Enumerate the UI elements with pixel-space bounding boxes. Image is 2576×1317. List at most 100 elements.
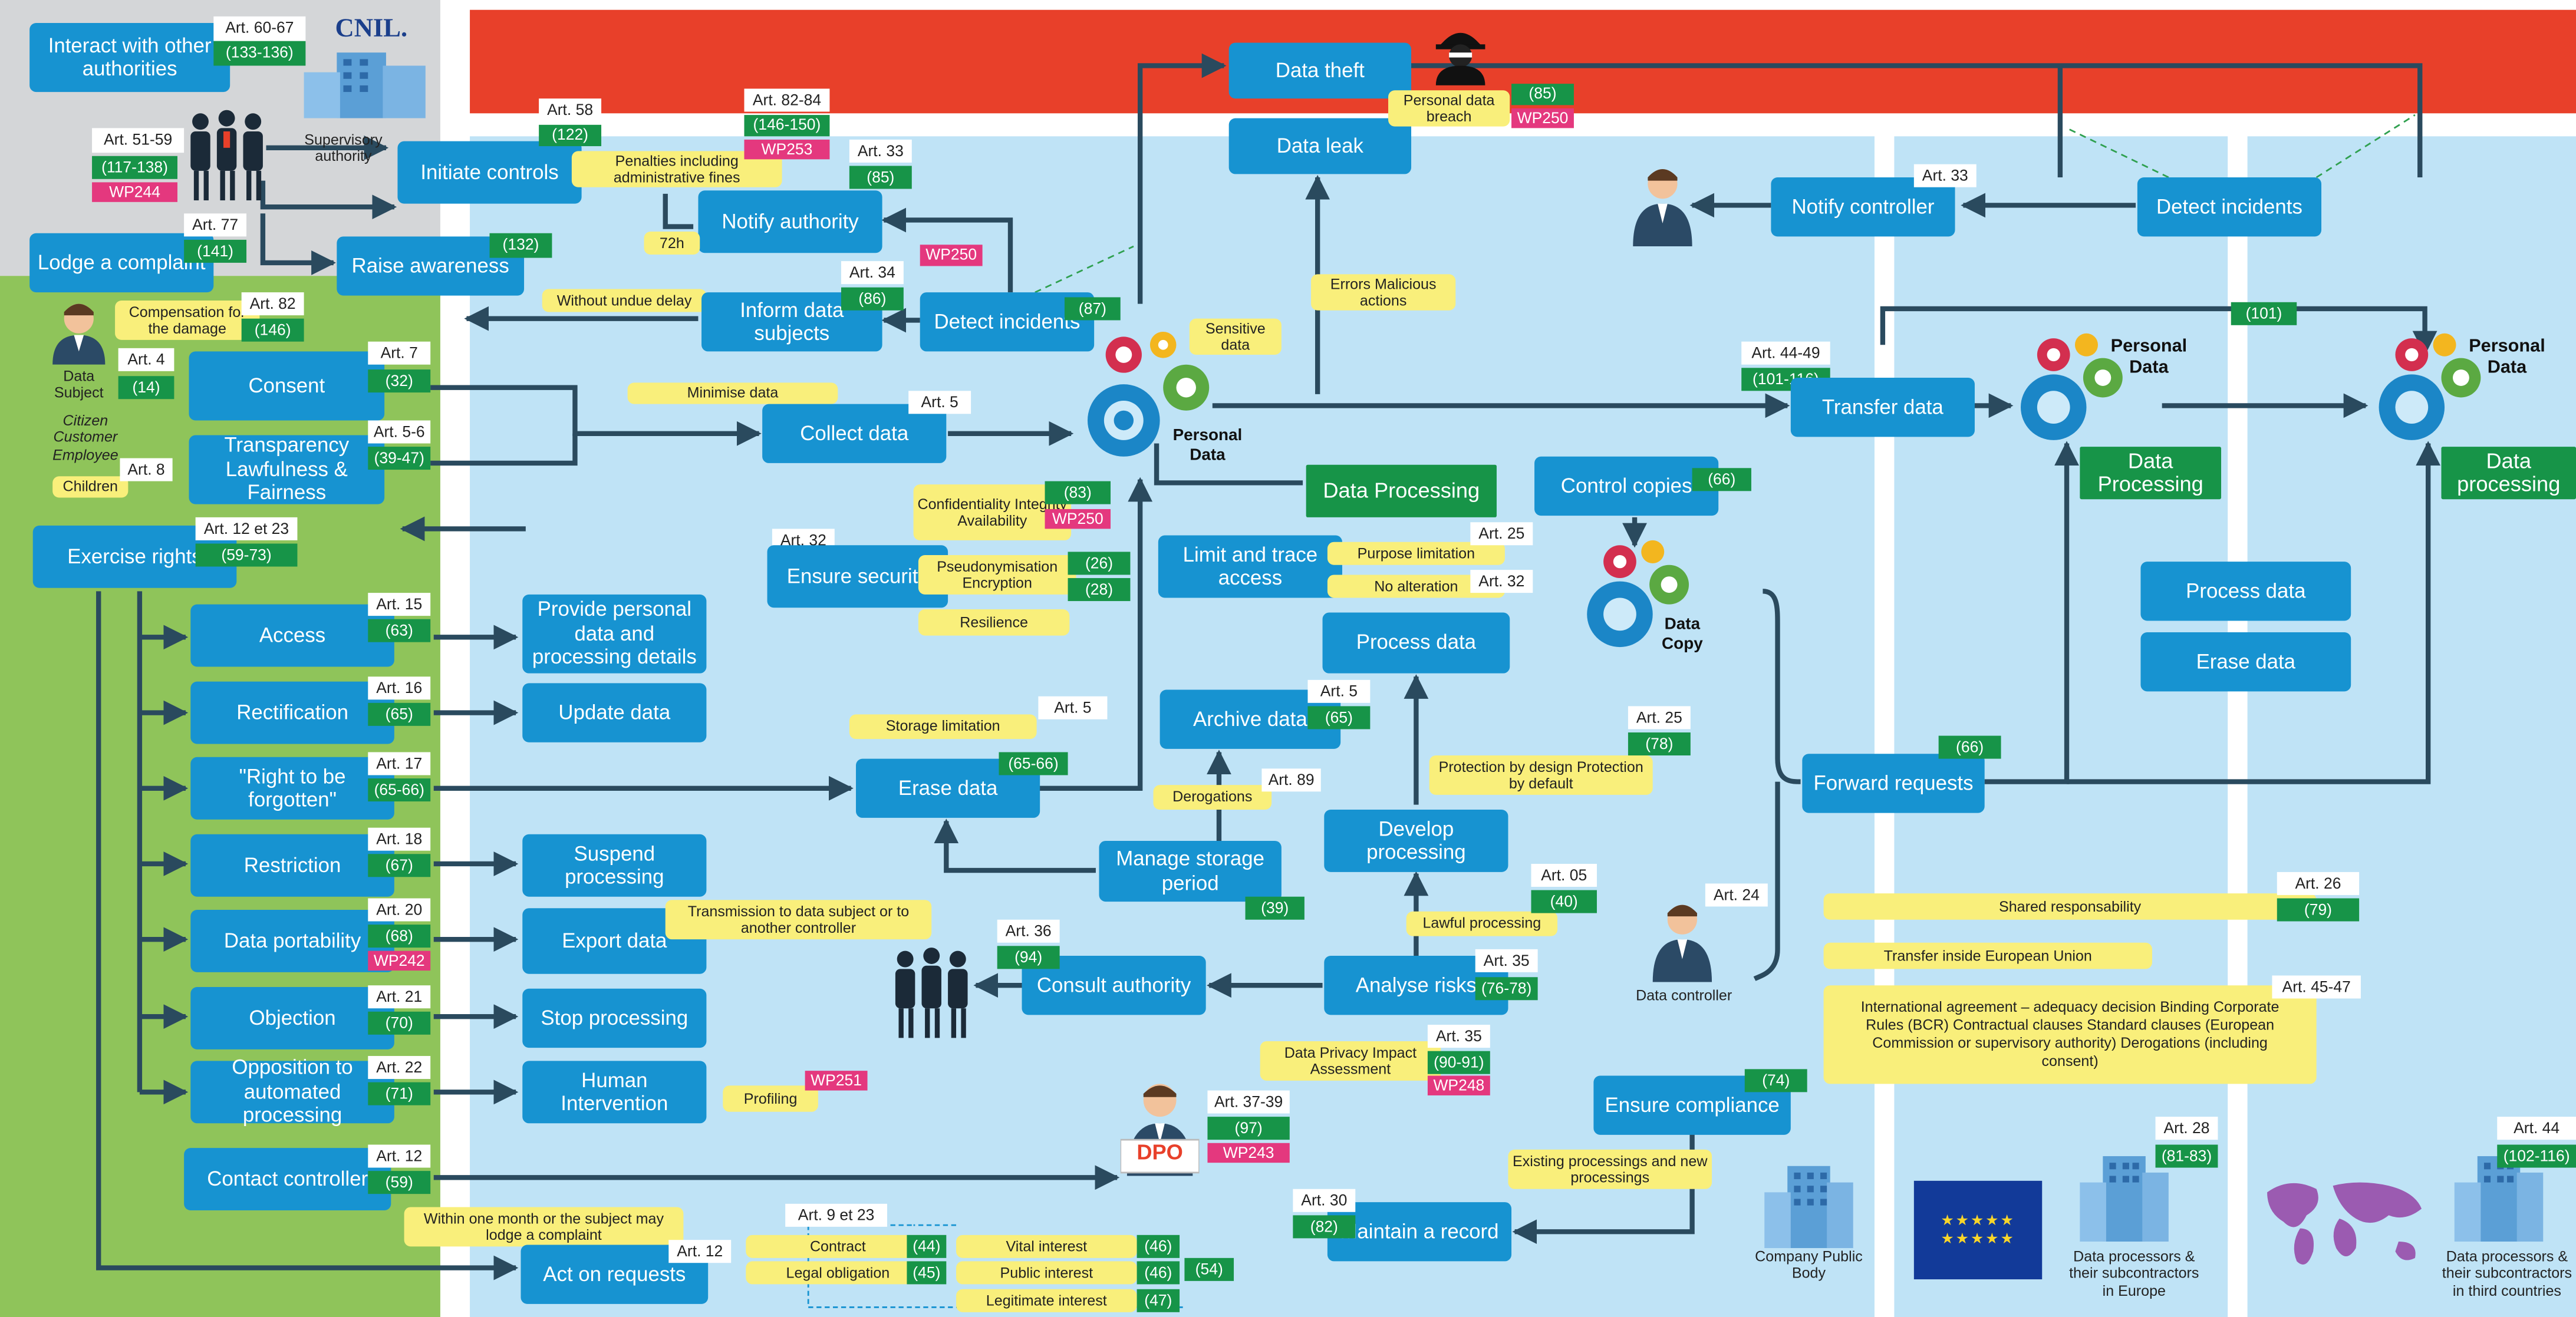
- right-forgotten-box[interactable]: "Right to be forgotten": [190, 757, 394, 820]
- collect-data-box[interactable]: Collect data: [762, 404, 947, 463]
- design-art: Art. 25: [1628, 706, 1691, 730]
- notify-controller-box[interactable]: Notify controller: [1771, 177, 1955, 237]
- sup-art: Art. 51-59: [92, 128, 185, 153]
- undue-delay-note: Without undue delay: [542, 289, 707, 312]
- contact-controller-box[interactable]: Contact controller: [184, 1148, 391, 1211]
- manage-storage-box[interactable]: Manage storage period: [1099, 840, 1282, 902]
- company-label: Company Public Body: [1755, 1248, 1863, 1282]
- transparency-box[interactable]: Transparency Lawfulness & Fairness: [189, 434, 385, 504]
- right-access-box[interactable]: Access: [190, 604, 394, 667]
- cnil-logo: CNIL.: [315, 13, 427, 46]
- company-building-icon: [1764, 1166, 1853, 1249]
- notify-authority-box[interactable]: Notify authority: [698, 190, 882, 253]
- world-map-icon: [2267, 1182, 2422, 1265]
- errors-note: Errors Malicious actions: [1311, 274, 1456, 311]
- data-leak-box[interactable]: Data leak: [1228, 118, 1412, 174]
- dpia-art: Art. 35: [1427, 1025, 1490, 1048]
- process-data-box[interactable]: Process data: [1322, 612, 1510, 674]
- basis-contract: Contract: [746, 1235, 930, 1258]
- update-data-box[interactable]: Update data: [522, 683, 707, 742]
- eu-data-processing-box[interactable]: Data Processing: [2080, 447, 2222, 500]
- basis-contract-rec: (44): [907, 1235, 947, 1258]
- existing-note: Existing processings and new processings: [1508, 1149, 1712, 1189]
- erase-rec: (65-66): [999, 752, 1068, 775]
- maintain-record-box[interactable]: Maintain a record: [1327, 1202, 1512, 1262]
- one-month-note: Within one month or the subject may lodg…: [404, 1207, 684, 1247]
- transfer-data-box[interactable]: Transfer data: [1790, 378, 1975, 437]
- storage-note: Storage limitation: [849, 714, 1037, 740]
- inform-rec: (86): [841, 287, 904, 311]
- contact-rec: (59): [368, 1171, 431, 1194]
- basis-legitimate-rec: (47): [1137, 1289, 1180, 1312]
- lodge-art: Art. 77: [184, 213, 247, 237]
- detect-incidents-eu-box[interactable]: Detect incidents: [2137, 177, 2322, 237]
- collect-art: Art. 5: [908, 391, 971, 414]
- interact-art: Art. 60-67: [213, 16, 306, 41]
- inform-wp: WP250: [920, 245, 983, 266]
- basis-legal-rec: (45): [907, 1261, 947, 1285]
- data-copy-gears-icon: [1587, 540, 1689, 648]
- data-theft-box[interactable]: Data theft: [1228, 42, 1412, 99]
- detect-incidents-box[interactable]: Detect incidents: [920, 292, 1095, 352]
- right-forgotten-rec: (65-66): [368, 778, 431, 802]
- contact-art: Art. 12: [368, 1144, 431, 1168]
- limit-access-box[interactable]: Limit and trace access: [1158, 535, 1342, 598]
- lodge-complaint-box[interactable]: Lodge a complaint: [29, 233, 214, 293]
- eu-process-data-box[interactable]: Process data: [2140, 562, 2351, 621]
- data-subject-label: Data Subject: [54, 368, 104, 401]
- notify-art: Art. 33: [849, 139, 912, 163]
- purpose-note: Purpose limitation: [1327, 542, 1505, 565]
- right-automated-rec: (71): [368, 1082, 431, 1105]
- provide-data-box[interactable]: Provide personal data and processing det…: [522, 594, 707, 674]
- basis-legal: Legal obligation: [746, 1261, 930, 1285]
- pen-art: Art. 82-84: [744, 88, 830, 112]
- human-intervention-box[interactable]: Human Intervention: [522, 1061, 707, 1124]
- ensure-security-box[interactable]: Ensure security: [767, 545, 948, 608]
- consent-box[interactable]: Consent: [189, 351, 385, 421]
- right-automated-art: Art. 22: [368, 1056, 431, 1080]
- dpo-icon: [1120, 1084, 1200, 1176]
- right-portability-wp: WP242: [368, 950, 431, 971]
- eu-art: Art. 28: [2155, 1117, 2218, 1140]
- right-portability-box[interactable]: Data portability: [190, 909, 394, 972]
- right-forgotten-art: Art. 17: [368, 752, 431, 775]
- initiate-controls-box[interactable]: Initiate controls: [397, 141, 582, 204]
- world-personal-data-label: Personal Data: [2469, 336, 2545, 378]
- data-processing-box[interactable]: Data Processing: [1306, 464, 1497, 517]
- eu-personal-data-label: Personal Data: [2110, 336, 2188, 378]
- right-restriction-box[interactable]: Restriction: [190, 834, 394, 897]
- interact-authorities-box[interactable]: Interact with other authorities: [29, 23, 230, 93]
- develop-processing-box[interactable]: Develop processing: [1324, 809, 1508, 872]
- world-rec: (102-116): [2497, 1144, 2576, 1168]
- personal-data-label: Personal Data: [1172, 427, 1243, 464]
- pen-rec: (146-150): [744, 115, 830, 137]
- eu-flag-icon: ★★★★★★★★★★: [1913, 1180, 2043, 1280]
- world-data-processing-box[interactable]: Data processing: [2441, 447, 2576, 500]
- suspend-processing-box[interactable]: Suspend processing: [522, 834, 707, 897]
- right-portability-rec: (68): [368, 925, 431, 948]
- exercise-art: Art. 12 et 23: [195, 517, 298, 540]
- right-objection-box[interactable]: Objection: [190, 986, 394, 1049]
- right-rectification-rec: (65): [368, 702, 431, 726]
- right-rectification-box[interactable]: Rectification: [190, 681, 394, 744]
- world-processors-label: Data processors & their subcontractors i…: [2442, 1248, 2572, 1299]
- cnil-logo-text: CNIL.: [335, 15, 408, 43]
- record-art: Art. 30: [1293, 1189, 1356, 1212]
- act-on-requests-box[interactable]: Act on requests: [521, 1245, 709, 1304]
- forward-requests-box[interactable]: Forward requests: [1802, 754, 1985, 813]
- consult-rec: (94): [997, 946, 1060, 969]
- cia-note: Confidentiality Integrity Availability: [913, 484, 1072, 540]
- stop-processing-box[interactable]: Stop processing: [522, 988, 707, 1048]
- children-art: Art. 8: [120, 458, 173, 481]
- lawful-note: Lawful processing: [1406, 911, 1558, 936]
- pen-wp: WP253: [744, 139, 830, 160]
- control-copies-box[interactable]: Control copies: [1534, 456, 1719, 516]
- archive-rec: (65): [1307, 706, 1371, 730]
- eu-erase-data-box[interactable]: Erase data: [2140, 632, 2351, 692]
- consent-art: Art. 7: [368, 341, 431, 365]
- h72-note: 72h: [644, 231, 700, 255]
- eu-rec: (81-83): [2155, 1144, 2218, 1168]
- cia-wp: WP250: [1045, 509, 1111, 529]
- right-automated-box[interactable]: Opposition to automated processing: [190, 1057, 394, 1127]
- sup-wp: WP244: [92, 182, 177, 202]
